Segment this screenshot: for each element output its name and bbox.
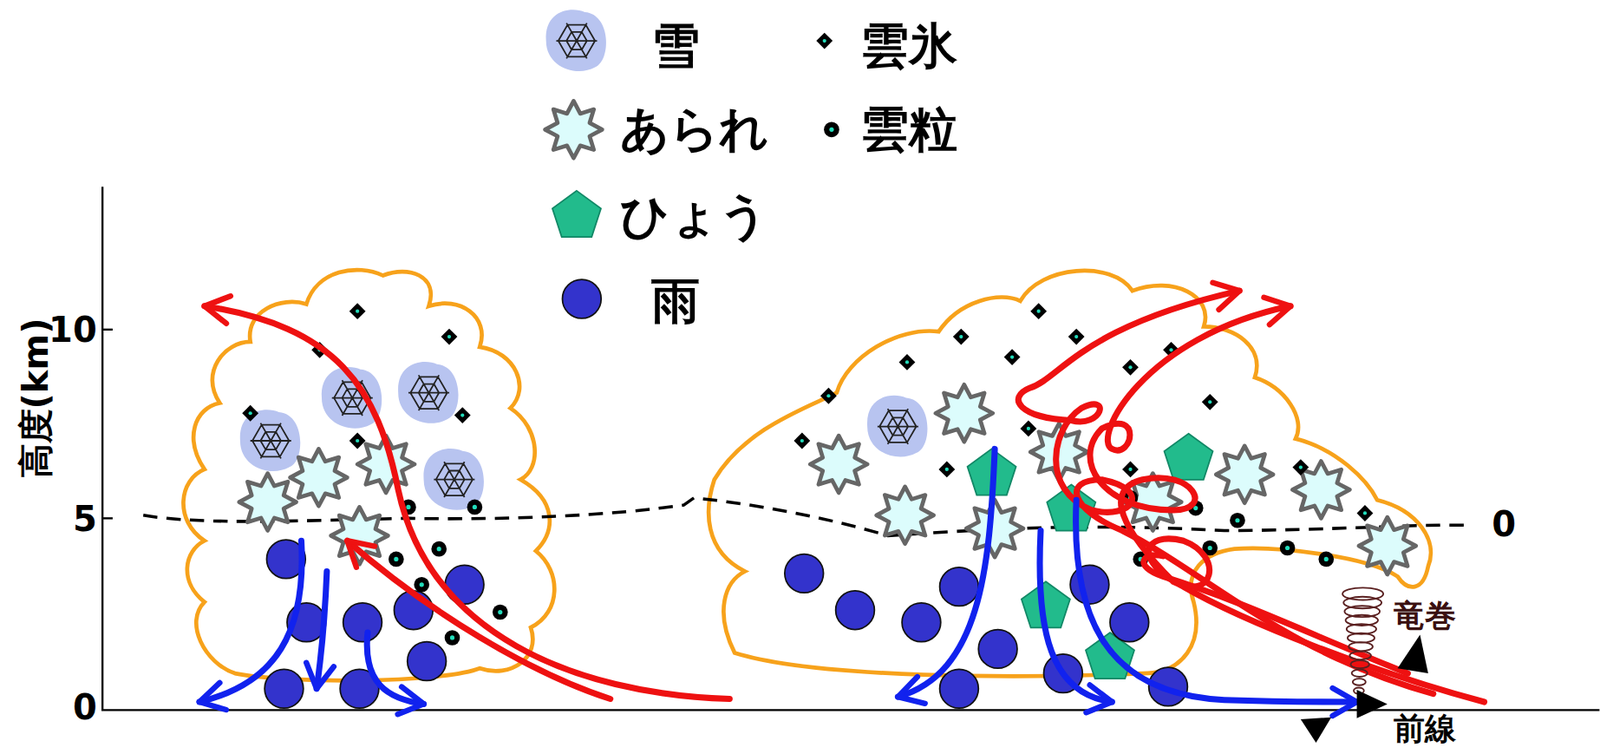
rain-symbol [562,279,602,319]
cloud-outline [182,269,555,680]
cloud-ice-symbol [793,432,810,450]
legend-label: あられ [620,103,769,157]
isotherm-label: 0 [1491,504,1516,543]
legend-label: 雪 [651,19,700,73]
rain-symbol [835,590,876,630]
cloud-droplet-symbol [823,122,840,138]
cloud-ice-symbol [820,387,837,405]
cloud-droplet-symbol [388,551,405,568]
cloud-ice-symbol [938,461,955,478]
tick-label: 5 [72,499,98,538]
legend-label: ひょう [620,189,769,244]
rain-symbol [978,629,1018,669]
front-label: 前線 [1393,711,1457,746]
graupel-symbol [545,100,603,158]
graupel-symbol [809,435,868,493]
legend-label: 雨 [651,274,700,328]
axes [101,186,1600,710]
cloud-droplet-symbol [1318,551,1334,568]
snow-symbol [867,395,928,458]
snow-symbol [398,361,458,424]
tornado-symbol [1342,587,1384,693]
cloud-droplet-symbol [431,541,447,557]
updrafts [204,290,1485,702]
rain-symbol [407,641,447,681]
cloud-ice-symbol [1019,419,1037,437]
cloud-ice-symbol [1357,504,1374,522]
downdrafts [199,448,1358,704]
cloud-ice-symbol [1122,461,1139,478]
rain-symbol [1070,564,1110,604]
cloud-ice-symbol [899,353,916,371]
legend-label: 雲氷 [860,19,958,73]
rain-symbol [940,567,980,607]
tornado-label: 竜巻 [1393,598,1457,634]
cloud-ice-symbol [441,328,458,346]
cloud-ice-symbol [1004,348,1021,366]
graupel-symbol [239,473,297,531]
legend-label: 雲粒 [860,103,958,157]
cloud-ice-symbol [816,32,833,50]
cloud-ice-symbol [349,302,366,320]
cloud-droplet-symbol [492,604,509,621]
rain-symbol [264,668,304,708]
cloud-outline [708,270,1431,676]
cloud-ice-symbol [1201,393,1219,411]
rain-symbol [940,668,980,708]
particles [239,9,1417,708]
cloud-ice-symbol [953,328,970,346]
snow-symbol [546,9,607,72]
cloud-ice-symbol [1122,359,1139,376]
cloud-droplet-symbol [413,576,430,593]
cloud-droplet-symbol [1280,540,1296,556]
tick-label: 10 [48,310,98,349]
cloud-ice-symbol [1030,302,1047,320]
graupel-symbol [1358,516,1417,575]
hail-symbol [1164,433,1214,480]
rain-symbol [901,602,941,642]
graupel-symbol [290,448,348,506]
cloud-droplet-symbol [1229,512,1246,529]
graupel-symbol [331,506,389,564]
graupel-symbol [876,486,934,544]
rain-symbol [343,602,383,642]
hail-symbol [552,190,601,237]
tick-label: 0 [72,687,98,726]
cloud-droplet-symbol [467,499,484,516]
cloud-ice-symbol [454,406,471,424]
cloud-ice-symbol [1292,458,1309,476]
cloud-droplet-symbol [444,629,461,646]
rain-symbol [784,554,824,594]
graupel-symbol [935,384,993,442]
graupel-symbol [966,499,1024,557]
cloud-ice-symbol [1068,328,1085,346]
cloud-ice-symbol [241,404,259,422]
rain-symbol [1110,602,1150,642]
graupel-symbol [1215,445,1274,503]
cloud-ice-symbol [349,432,366,450]
